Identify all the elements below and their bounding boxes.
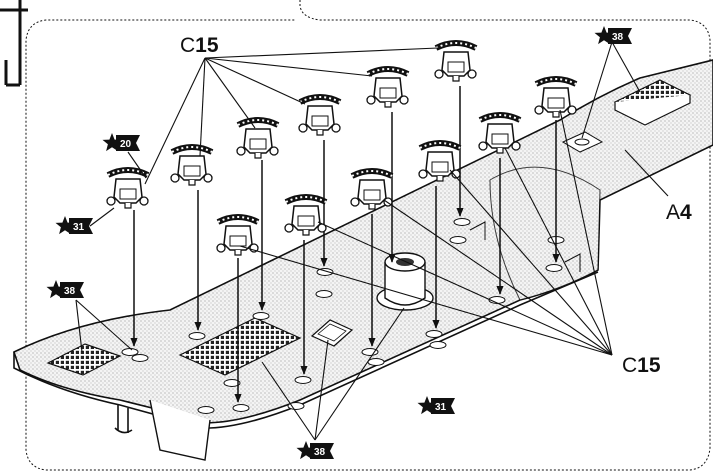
deck-capstan bbox=[376, 252, 434, 311]
cannon-c15 bbox=[107, 170, 148, 208]
svg-text:38: 38 bbox=[64, 286, 76, 297]
paint-callout-38-left: 38 bbox=[46, 280, 84, 299]
paint-callout-20: 20 bbox=[102, 133, 140, 152]
svg-text:38: 38 bbox=[612, 32, 624, 43]
paint-callout-38-bottom: 38 bbox=[296, 441, 334, 460]
deck-grille-center bbox=[178, 317, 302, 376]
cannon-c15 bbox=[237, 120, 278, 158]
svg-text:38: 38 bbox=[314, 447, 326, 458]
deck-grille-right bbox=[613, 79, 692, 126]
svg-text:31: 31 bbox=[73, 222, 85, 233]
paint-callout-31-left: 31 bbox=[55, 216, 93, 235]
paint-callout-38-right: 38 bbox=[594, 26, 632, 45]
cannon-c15 bbox=[367, 69, 408, 107]
cannon-c15 bbox=[419, 143, 460, 181]
cannon-c15 bbox=[351, 171, 392, 209]
svg-text:31: 31 bbox=[435, 402, 447, 413]
cannon-c15 bbox=[535, 79, 576, 117]
deck-hatch bbox=[310, 319, 354, 347]
deck-part-a4 bbox=[13, 59, 713, 461]
part-label-c15-top: C15 bbox=[180, 34, 219, 57]
placement-arrows bbox=[130, 86, 560, 403]
deck-grille-left bbox=[46, 343, 122, 376]
cannon-c15 bbox=[171, 147, 212, 185]
cannon-c15 bbox=[285, 197, 326, 235]
part-label-c15-bottom: C15 bbox=[622, 354, 661, 377]
part-label-a4: A4 bbox=[666, 201, 692, 224]
svg-text:20: 20 bbox=[120, 139, 132, 150]
deck-plate-a4 bbox=[561, 131, 604, 153]
cannon-c15 bbox=[299, 97, 340, 135]
leader-lines bbox=[75, 41, 669, 441]
cannon-c15 bbox=[479, 115, 520, 153]
paint-callout-31-bottom: 31 bbox=[417, 396, 455, 415]
cannon-c15 bbox=[435, 43, 476, 81]
